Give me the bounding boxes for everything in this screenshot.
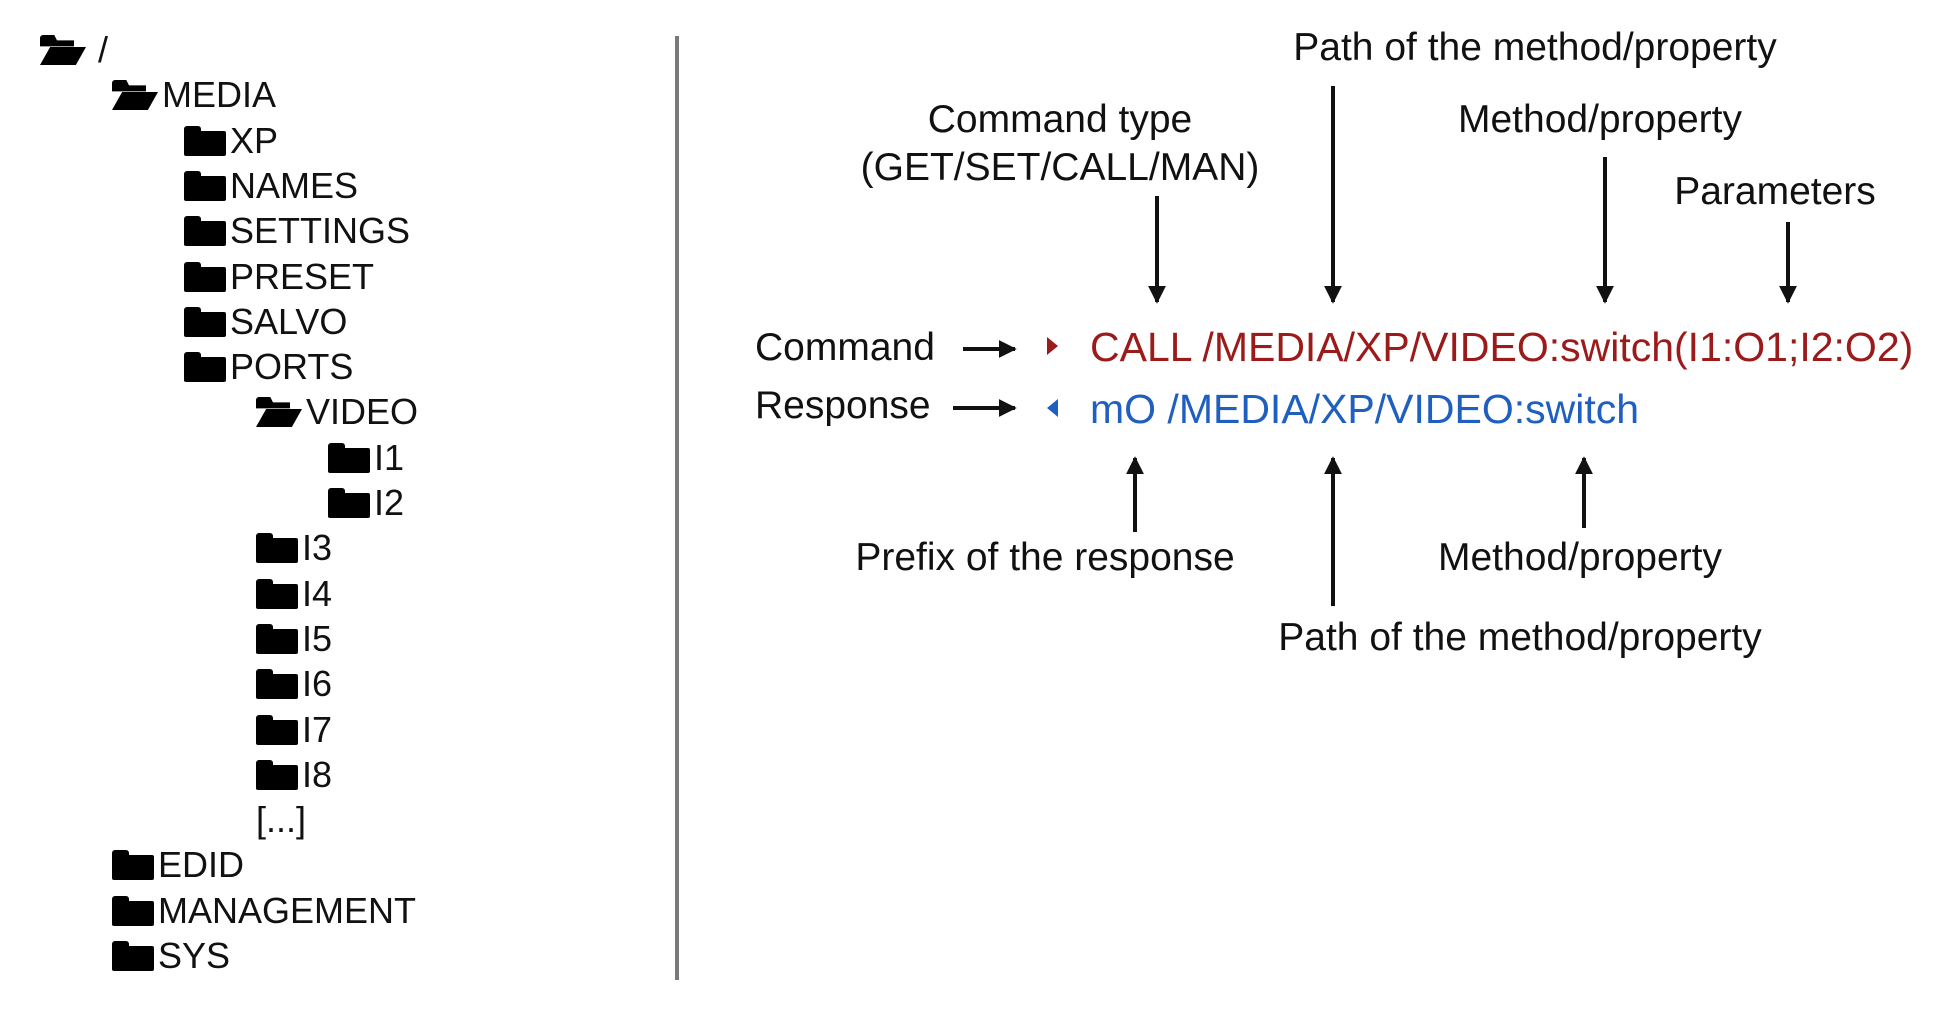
tree-item: MANAGEMENT — [112, 889, 416, 933]
command-text: CALL /MEDIA/XP/VIDEO:switch(I1:O1;I2:O2) — [1090, 324, 1914, 370]
tree-item: [...] — [256, 798, 306, 842]
response-marker-icon — [1047, 399, 1058, 417]
tree-item-label: SALVO — [230, 301, 348, 342]
tree-item: I7 — [256, 708, 332, 752]
tree-item: NAMES — [184, 164, 358, 208]
folder-icon — [256, 624, 298, 654]
tree-item-label: SYS — [158, 935, 231, 976]
tree-item: SETTINGS — [184, 209, 410, 253]
tree-item: I1 — [328, 436, 404, 480]
folder-icon — [184, 126, 226, 156]
tree-item-label: PRESET — [230, 256, 375, 297]
tree-item-label: [...] — [256, 799, 307, 840]
tree-item-label: I3 — [302, 527, 333, 568]
tree-item-label: I6 — [302, 663, 333, 704]
command-marker-icon — [1047, 337, 1058, 355]
command-type-line1: Command type — [927, 98, 1193, 141]
tree-item-label: NAMES — [230, 165, 359, 206]
tree-item-label: VIDEO — [306, 391, 419, 432]
command-type-line2: (GET/SET/CALL/MAN) — [860, 146, 1260, 189]
prefix-label: Prefix of the response — [855, 536, 1235, 579]
tree-item: I2 — [328, 481, 404, 525]
tree-item: / — [40, 28, 108, 72]
folder-icon — [184, 262, 226, 292]
folder-icon — [328, 488, 370, 518]
tree-item: EDID — [112, 843, 244, 887]
folder-icon — [184, 307, 226, 337]
tree-item: I5 — [256, 617, 332, 661]
tree-item-label: I1 — [374, 437, 405, 478]
command-label: Command — [755, 326, 935, 369]
folder-icon — [184, 216, 226, 246]
folder-icon — [184, 171, 226, 201]
folder-icon — [256, 533, 298, 563]
tree-item-label: SETTINGS — [230, 210, 411, 251]
tree-item: I6 — [256, 662, 332, 706]
tree-item: I4 — [256, 572, 332, 616]
tree-item-label: I8 — [302, 754, 333, 795]
path-bottom-label: Path of the method/property — [1278, 616, 1762, 659]
tree-item: MEDIA — [112, 73, 276, 117]
tree-item-label: MEDIA — [162, 74, 277, 115]
path-top-label: Path of the method/property — [1293, 26, 1777, 69]
folder-icon — [112, 896, 154, 926]
parameters-label: Parameters — [1674, 170, 1876, 213]
folder-icon — [256, 579, 298, 609]
folder-icon — [256, 669, 298, 699]
tree-item: I8 — [256, 753, 332, 797]
folder-icon — [256, 715, 298, 745]
folder-icon — [256, 760, 298, 790]
folder-icon — [112, 941, 154, 971]
tree-item: SYS — [112, 934, 230, 978]
tree-item: XP — [184, 119, 278, 163]
tree-item: PORTS — [184, 345, 353, 389]
divider — [675, 36, 679, 980]
folder-icon — [112, 850, 154, 880]
tree-item-label: EDID — [158, 844, 245, 885]
response-label: Response — [755, 384, 931, 427]
tree-item-label: I5 — [302, 618, 333, 659]
tree-item: SALVO — [184, 300, 347, 344]
tree-item-label: I4 — [302, 573, 333, 614]
command-type-label: Command type (GET/SET/CALL/MAN) — [840, 96, 1280, 192]
tree-item-label: I7 — [302, 709, 333, 750]
tree-item-label: XP — [230, 120, 279, 161]
tree-item-label: MANAGEMENT — [158, 890, 417, 931]
tree-item: PRESET — [184, 255, 374, 299]
folder-icon — [184, 352, 226, 382]
method-bottom-label: Method/property — [1438, 536, 1722, 579]
response-text: mO /MEDIA/XP/VIDEO:switch — [1090, 386, 1640, 432]
tree-item-label: PORTS — [230, 346, 354, 387]
tree-item: I3 — [256, 526, 332, 570]
folder-icon — [328, 443, 370, 473]
method-top-label: Method/property — [1458, 98, 1742, 141]
tree-item-label: I2 — [374, 482, 405, 523]
tree-item-label: / — [98, 29, 109, 70]
tree-item: VIDEO — [256, 390, 418, 434]
